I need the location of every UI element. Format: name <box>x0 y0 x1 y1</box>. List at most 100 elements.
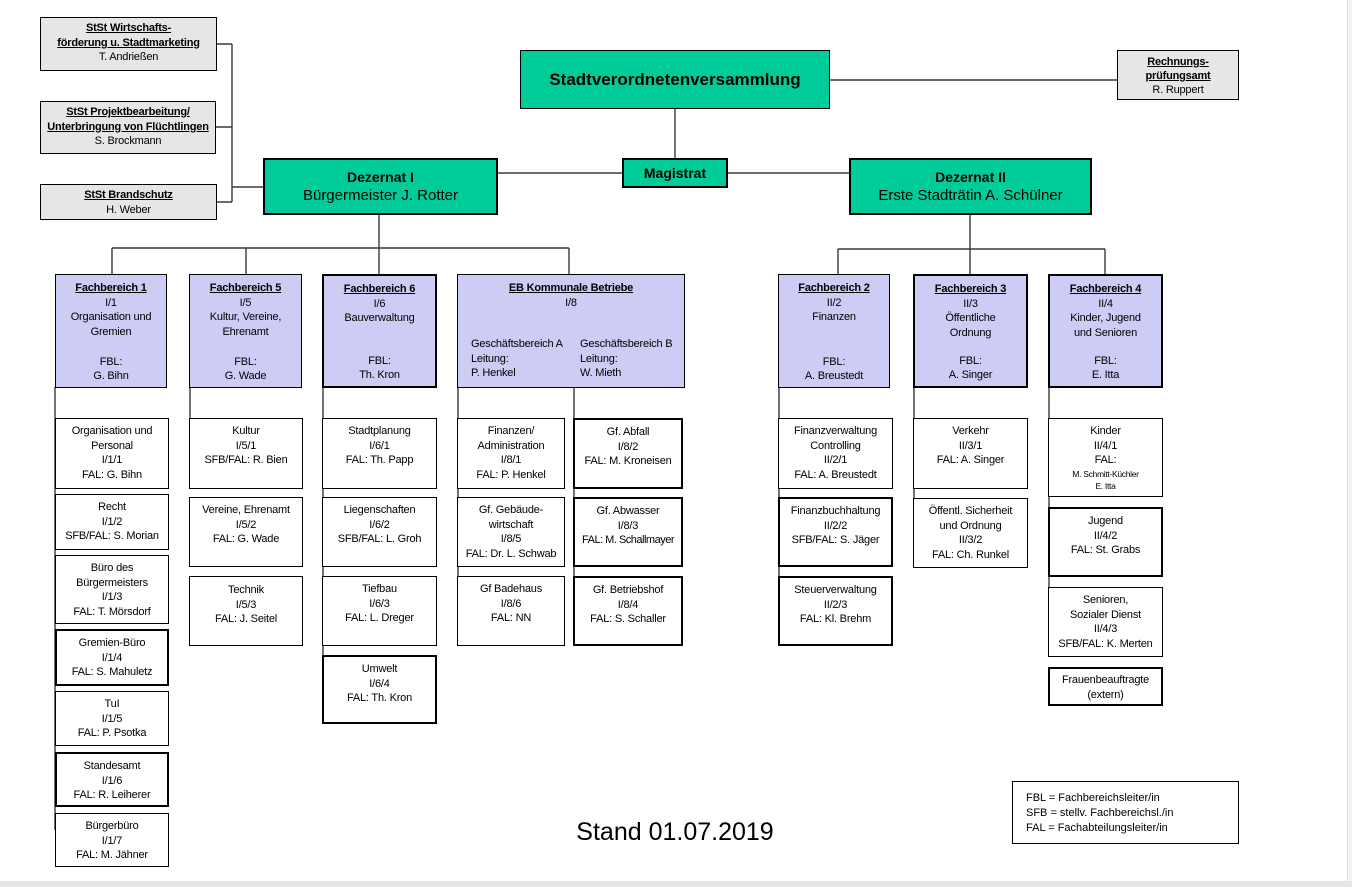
legend-item: FBL = Fachbereichsleiter/in <box>1026 792 1160 804</box>
unit-box: Umwelt I/6/4 FAL: Th. Kron <box>322 655 437 724</box>
unit-code: I/1/7 <box>101 834 123 847</box>
unit-name: Frauenbeauftragte (extern) <box>1061 674 1150 701</box>
unit-box: Verkehr II/3/1 FAL: A. Singer <box>913 418 1028 489</box>
dezernat-2-head: Erste Stadträtin A. Schülner <box>878 187 1063 204</box>
unit-name: Finanzen/ Administration <box>477 425 545 452</box>
unit-name: Gremien-Büro <box>78 637 146 649</box>
unit-box: Organisation und Personal I/1/1 FAL: G. … <box>55 418 169 489</box>
department-code: I/8 <box>565 296 577 309</box>
department-code: II/4 <box>1098 297 1113 310</box>
unit-lead: FAL: Kl. Brehm <box>799 613 872 626</box>
unit-box: Finanzen/ Administration I/8/1 FAL: P. H… <box>457 418 565 489</box>
unit-code: I/1/6 <box>101 774 123 787</box>
unit-lead: FAL: M. Schallmayer <box>582 534 674 547</box>
unit-lead: SFB/FAL: L. Groh <box>337 533 422 546</box>
unit-box: Steuerverwaltung II/2/3 FAL: Kl. Brehm <box>778 576 893 646</box>
department-head: FBL: E. Itta <box>1050 354 1161 383</box>
fbl-label: FBL: <box>822 355 846 368</box>
department-title: Fachbereich 5 <box>209 282 282 294</box>
horizontal-scrollbar[interactable] <box>0 881 1352 887</box>
department-box-fb4: Fachbereich 4 II/4 Kinder, Jugend und Se… <box>1048 274 1163 388</box>
unit-name: Bürgerbüro <box>85 820 139 832</box>
department-code: I/5 <box>239 296 252 309</box>
audit-name: Rechnungs- prüfungsamt <box>1145 56 1211 82</box>
dezernat-1-head: Bürgermeister J. Rotter <box>302 187 459 204</box>
unit-box: Büro des Bürgermeisters I/1/3 FAL: T. Mö… <box>55 555 169 624</box>
unit-code: I/1/4 <box>101 651 123 664</box>
division-lead-label: Leitung: <box>471 352 509 365</box>
unit-code: I/6/3 <box>369 597 390 610</box>
division-label: Geschäftsbereich A <box>471 338 563 350</box>
fbl-label: FBL: <box>368 354 391 367</box>
unit-name: Technik <box>228 584 264 596</box>
department-name: Organisation und Gremien <box>70 311 152 338</box>
fbl-name: E. Itta <box>1091 369 1120 382</box>
dezernat-1-title: Dezernat I <box>347 169 414 185</box>
department-code: II/2 <box>826 296 842 309</box>
staff-unit-box: StSt Projektbearbeitung/ Unterbringung v… <box>40 101 216 154</box>
unit-lead: FAL: S. Mahuletz <box>71 666 153 679</box>
dezernat-2-title: Dezernat II <box>935 169 1006 185</box>
department-code: II/3 <box>963 297 978 310</box>
unit-box: Gf. Betriebshof I/8/4 FAL: S. Schaller <box>573 576 683 646</box>
unit-name: Gf. Betriebshof <box>592 584 664 596</box>
staff-unit-person: H. Weber <box>106 203 151 216</box>
department-box-eb: EB Kommunale Betriebe I/8 Geschäftsberei… <box>457 274 685 388</box>
unit-name: Gf. Gebäude- wirtschaft <box>478 504 544 531</box>
staff-unit-box: StSt Brandschutz H. Weber <box>40 184 217 220</box>
department-name: Kinder, Jugend und Senioren <box>1070 312 1141 339</box>
dezernat-2-tree <box>837 214 1106 274</box>
unit-name: TuI <box>104 698 120 710</box>
unit-box: Jugend II/4/2 FAL: St. Grabs <box>1048 507 1163 577</box>
unit-lead-names: M. Schmitt-Küchler E. Itta <box>1072 468 1139 491</box>
legend-item: SFB = stellv. Fachbereichsl./in <box>1026 807 1174 819</box>
unit-box: Finanzbuchhaltung II/2/2 SFB/FAL: S. Jäg… <box>778 497 893 567</box>
unit-code: I/8/1 <box>500 454 522 467</box>
council-box: Stadtverordnetenversammlung <box>520 50 830 109</box>
staff-unit-name: StSt Projektbearbeitung/ Unterbringung v… <box>47 106 209 133</box>
unit-name: Vereine, Ehrenamt <box>202 504 290 516</box>
unit-name: Standesamt <box>83 760 141 772</box>
unit-code: II/4/2 <box>1093 529 1118 542</box>
department-head: FBL: G. Bihn <box>56 355 166 384</box>
unit-box: TuI I/1/5 FAL: P. Psotka <box>55 691 169 746</box>
unit-name: Stadtplanung <box>348 425 411 437</box>
department-name: Finanzen <box>812 311 856 324</box>
staff-unit-name: StSt Wirtschafts- förderung u. Stadtmark… <box>57 22 200 49</box>
unit-lead: FAL: G. Wade <box>212 533 280 546</box>
department-code: I/1 <box>105 296 117 309</box>
unit-code: I/6/1 <box>369 439 390 452</box>
unit-lead: FAL: Th. Papp <box>345 454 414 467</box>
unit-lead: SFB/FAL: R. Bien <box>204 454 288 467</box>
unit-box: Öffentl. Sicherheit und Ordnung II/3/2 F… <box>913 498 1028 568</box>
unit-box: Frauenbeauftragte (extern) <box>1048 667 1163 706</box>
unit-lead: FAL: A. Breustedt <box>794 468 877 481</box>
department-title: Fachbereich 1 <box>75 282 147 294</box>
unit-lead: FAL: P. Henkel <box>476 468 546 481</box>
department-title: EB Kommunale Betriebe <box>508 282 634 294</box>
unit-name: Steuerverwaltung <box>794 584 877 596</box>
unit-lead: FAL: L. Dreger <box>345 612 414 625</box>
unit-code: II/2/3 <box>823 598 848 611</box>
unit-code: II/2/1 <box>823 454 848 467</box>
unit-name: Organisation und Personal <box>71 425 153 452</box>
unit-code: I/8/5 <box>500 533 522 546</box>
unit-lead: FAL: Th. Kron <box>346 692 413 705</box>
fbl-name: A. Breustedt <box>804 370 864 383</box>
unit-name: Kultur <box>232 425 260 437</box>
magistrat-label: Magistrat <box>643 165 707 181</box>
magistrat-box: Magistrat <box>622 158 728 188</box>
dezernat-1-box: Dezernat I Bürgermeister J. Rotter <box>263 158 498 215</box>
unit-lead: FAL: M. Kroneisen <box>584 455 672 468</box>
unit-lead: SFB/FAL: S. Morian <box>65 530 159 543</box>
audit-box: Rechnungs- prüfungsamt R. Ruppert <box>1117 50 1239 100</box>
unit-code: II/3/2 <box>958 534 983 547</box>
unit-box: Gf. Gebäude- wirtschaft I/8/5 FAL: Dr. L… <box>457 497 565 567</box>
unit-name: Jugend <box>1088 515 1123 527</box>
unit-name: Senioren, Sozialer Dienst <box>1070 594 1141 621</box>
unit-box: Gf Badehaus I/8/6 FAL: NN <box>457 576 565 646</box>
vertical-scrollbar[interactable] <box>1347 0 1352 881</box>
unit-box: Gf. Abfall I/8/2 FAL: M. Kroneisen <box>573 418 683 489</box>
fbl-label: FBL: <box>99 355 123 368</box>
unit-lead: FAL: T. Mörsdorf <box>73 605 151 618</box>
